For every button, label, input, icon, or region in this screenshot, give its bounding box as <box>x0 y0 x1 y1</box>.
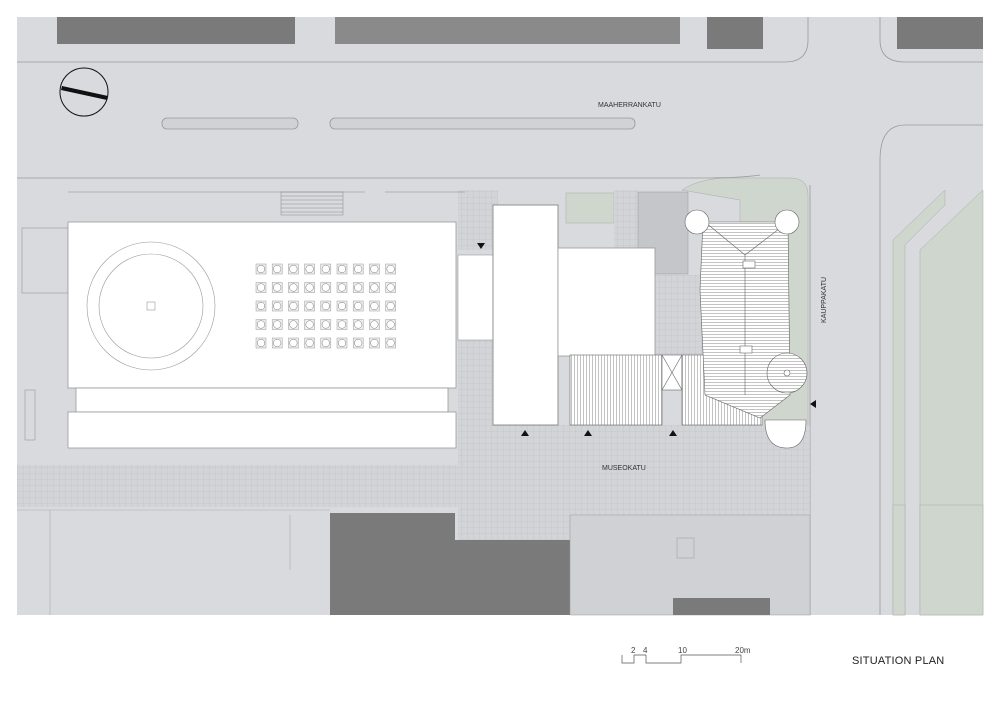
stairs-north <box>21 191 465 441</box>
scale-bar: 2 4 10 20m <box>621 646 751 664</box>
skylight-dome <box>289 301 298 311</box>
skylight-dome <box>386 283 395 292</box>
skylight-dome <box>273 338 282 348</box>
skylight-dome <box>305 264 314 274</box>
street-label-maaherrankatu: MAAHERRANKATU <box>598 102 661 109</box>
skylight-dome <box>370 283 379 292</box>
scale-tick: 10 <box>678 646 687 655</box>
skylight-dome <box>256 338 266 348</box>
skylight-dome <box>354 338 363 348</box>
neighbour-buildings-south <box>17 509 811 616</box>
street-label-kauppakatu: KAUPPAKATU <box>821 277 828 323</box>
drawing-title: SITUATION PLAN <box>852 655 945 667</box>
skylight-dome <box>321 301 330 311</box>
skylight-dome <box>370 320 379 329</box>
street-label-museokatu: MUSEOKATU <box>602 465 646 472</box>
skylight-dome <box>321 283 330 292</box>
skylight-dome <box>305 320 314 329</box>
skylight-grid <box>255 263 396 349</box>
skylight-dome <box>305 301 314 311</box>
skylight-dome <box>289 338 298 348</box>
paving <box>458 340 493 540</box>
art-museum-building <box>67 221 457 449</box>
skylight-dome <box>386 301 395 311</box>
skylight-dome <box>273 320 282 329</box>
skylight-dome <box>337 283 347 292</box>
paving <box>655 275 705 355</box>
skylight-dome <box>256 301 266 311</box>
skylight-dome <box>256 283 266 292</box>
skylight-dome <box>386 320 395 329</box>
central-building <box>492 204 559 426</box>
skylight-dome <box>370 301 379 311</box>
road-maaherrankatu <box>17 17 983 615</box>
skylight-dome <box>337 301 347 311</box>
skylight-dome <box>386 338 395 348</box>
scale-tick: 20m <box>735 646 751 655</box>
annex-building <box>557 247 656 357</box>
skylight-dome <box>289 283 298 292</box>
skylight-dome <box>305 338 314 348</box>
sidewalk <box>17 465 458 507</box>
scale-tick: 4 <box>643 646 648 655</box>
historic-building-roof <box>569 209 808 449</box>
skylight-dome <box>386 264 395 274</box>
skylight-dome <box>370 338 379 348</box>
skylight-dome <box>337 320 347 329</box>
skylight-dome <box>354 283 363 292</box>
skylight-dome <box>354 264 363 274</box>
paving <box>458 190 498 250</box>
paving <box>614 190 638 248</box>
skylight-dome <box>354 301 363 311</box>
north-arrow-icon <box>59 67 109 117</box>
skylight-dome <box>256 264 266 274</box>
entrance-markers <box>477 243 816 436</box>
skylight-dome <box>321 320 330 329</box>
skylight-dome <box>337 338 347 348</box>
skylight-dome <box>273 301 282 311</box>
skylight-dome <box>256 320 266 329</box>
scale-tick: 2 <box>631 646 636 655</box>
skylight-dome <box>305 283 314 292</box>
skylight-dome <box>289 320 298 329</box>
skylight-dome <box>273 283 282 292</box>
plaza <box>493 425 570 540</box>
skylight-dome <box>370 264 379 274</box>
skylight-dome <box>321 338 330 348</box>
connector-building <box>457 254 494 341</box>
skylight-dome <box>273 264 282 274</box>
skylight-dome <box>321 264 330 274</box>
skylight-dome <box>354 320 363 329</box>
skylight-dome <box>337 264 347 274</box>
skylight-dome <box>289 264 298 274</box>
neighbour-buildings-north <box>57 17 983 49</box>
